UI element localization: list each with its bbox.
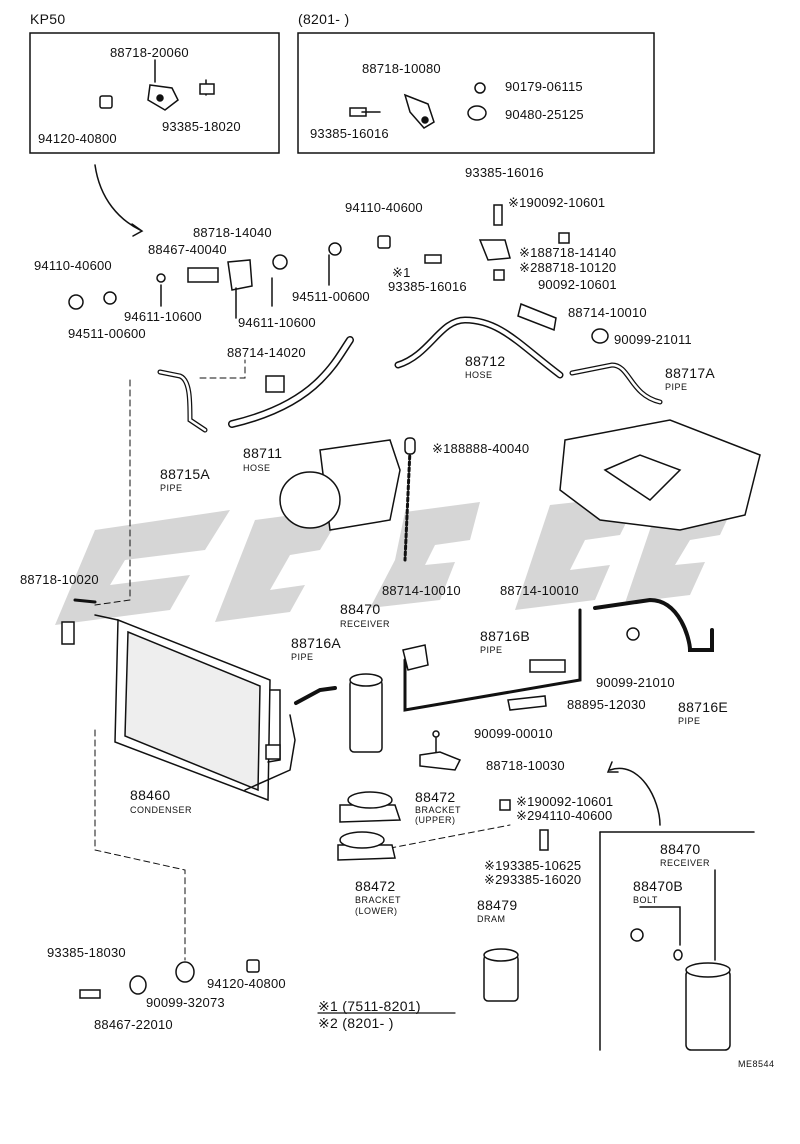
label-88711: 88711 xyxy=(243,445,283,461)
label-90099-00010: 90099-00010 xyxy=(474,726,553,741)
label-88472-lower-lower: (LOWER) xyxy=(355,906,398,916)
label-88714-10010-b: 88714-10010 xyxy=(500,583,579,598)
label-193385-10625: ※193385-10625 xyxy=(484,858,582,873)
label-88716e: 88716E xyxy=(678,699,729,715)
label-88714-10010-a: 88714-10010 xyxy=(382,583,461,598)
label-294110-40600: ※294110-40600 xyxy=(516,808,613,823)
label-88470: 88470 xyxy=(340,601,381,617)
label-94110-40600-b: 94110-40600 xyxy=(34,258,112,273)
label-88717a: 88717A xyxy=(665,365,716,381)
label-star1: ※1 xyxy=(392,265,411,280)
label-88718-10030: 88718-10030 xyxy=(486,758,565,773)
label-88479: 88479 xyxy=(477,897,518,913)
label-190092-10601: ※190092-10601 xyxy=(508,195,606,210)
label-93385-16016-inset: 93385-16016 xyxy=(310,126,389,141)
label-88718-10020: 88718-10020 xyxy=(20,572,99,587)
label-88470b-bolt: BOLT xyxy=(633,895,658,905)
label-88479-dram: DRAM xyxy=(477,914,506,924)
label-94611-10600-b: 94611-10600 xyxy=(238,315,316,330)
label-88718-14140: ※188718-14140 xyxy=(519,245,617,260)
label-88470-right-receiver: RECEIVER xyxy=(660,858,711,868)
label-88470b: 88470B xyxy=(633,878,684,894)
label-190092-10601-b: ※190092-10601 xyxy=(516,794,614,809)
label-88470-right: 88470 xyxy=(660,841,701,857)
label-94611-10600-a: 94611-10600 xyxy=(124,309,202,324)
label-88472-upper-bracket: BRACKET xyxy=(415,805,462,815)
label-88716a-pipe: PIPE xyxy=(291,652,314,662)
label-88472-upper-upper: (UPPER) xyxy=(415,815,456,825)
label-88718-14040: 88718-14040 xyxy=(193,225,272,240)
label-88460-condenser: CONDENSER xyxy=(130,805,193,815)
label-94120-40800-inset: 94120-40800 xyxy=(38,131,117,146)
label-93385-16016-mid: 93385-16016 xyxy=(388,279,467,294)
label-88716a: 88716A xyxy=(291,635,342,651)
label-88714-14020: 88714-14020 xyxy=(227,345,306,360)
label-88716e-pipe: PIPE xyxy=(678,716,701,726)
label-88711-hose: HOSE xyxy=(243,463,271,473)
label-88715a-pipe: PIPE xyxy=(160,483,183,493)
label-90099-21010: 90099-21010 xyxy=(596,675,675,690)
label-88717a-pipe: PIPE xyxy=(665,382,688,392)
label-88467-22010: 88467-22010 xyxy=(94,1017,173,1032)
label-88718-10120: ※288718-10120 xyxy=(519,260,617,275)
label-88888-40040: ※188888-40040 xyxy=(432,441,530,456)
label-94511-00600-a: 94511-00600 xyxy=(292,289,370,304)
inset-left-frame xyxy=(29,32,280,154)
legend-note-2: ※2 (8201- ) xyxy=(318,1015,394,1031)
label-88718-20060: 88718-20060 xyxy=(110,45,189,60)
label-88712-hose: HOSE xyxy=(465,370,493,380)
inset-right-frame xyxy=(297,32,655,154)
label-88718-10080: 88718-10080 xyxy=(362,61,441,76)
label-93385-18020: 93385-18020 xyxy=(162,119,241,134)
label-90099-32073: 90099-32073 xyxy=(146,995,225,1010)
label-88472-lower: 88472 xyxy=(355,878,396,894)
label-88895-12030: 88895-12030 xyxy=(567,697,646,712)
label-93385-18030: 93385-18030 xyxy=(47,945,126,960)
label-90480-25125: 90480-25125 xyxy=(505,107,584,122)
label-88460: 88460 xyxy=(130,787,171,803)
footer-ref-code: ME8544 xyxy=(738,1059,775,1069)
label-293385-16020: ※293385-16020 xyxy=(484,872,582,887)
label-88714-10010-top: 88714-10010 xyxy=(568,305,647,320)
label-88716b: 88716B xyxy=(480,628,531,644)
label-93385-16016-top: 93385-16016 xyxy=(465,165,544,180)
label-88716b-pipe: PIPE xyxy=(480,645,503,655)
legend-note-1: ※1 (7511-8201) xyxy=(318,998,421,1014)
header-8201: (8201- ) xyxy=(298,11,350,27)
label-94110-40600-a: 94110-40600 xyxy=(345,200,423,215)
header-kp50: KP50 xyxy=(30,11,66,27)
label-90092-10601: 90092-10601 xyxy=(538,277,617,292)
label-88712: 88712 xyxy=(465,353,506,369)
label-90099-21011: 90099-21011 xyxy=(614,332,692,347)
label-88472-upper: 88472 xyxy=(415,789,456,805)
label-94511-00600-b: 94511-00600 xyxy=(68,326,146,341)
label-94120-40800: 94120-40800 xyxy=(207,976,286,991)
label-90179-06115: 90179-06115 xyxy=(505,79,583,94)
label-88472-lower-bracket: BRACKET xyxy=(355,895,402,905)
label-88470-receiver: RECEIVER xyxy=(340,619,391,629)
label-88467-40040: 88467-40040 xyxy=(148,242,227,257)
label-88715a: 88715A xyxy=(160,466,211,482)
